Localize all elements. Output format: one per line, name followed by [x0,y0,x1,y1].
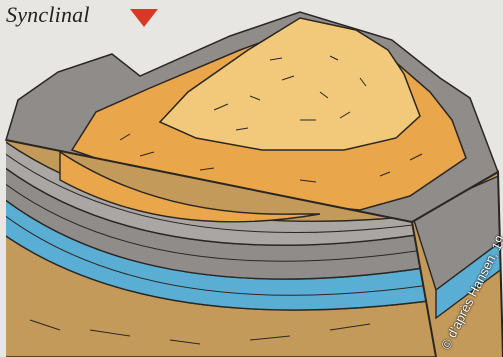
diagram-title: Synclinal [6,2,90,28]
triangle-down-icon [128,7,160,29]
